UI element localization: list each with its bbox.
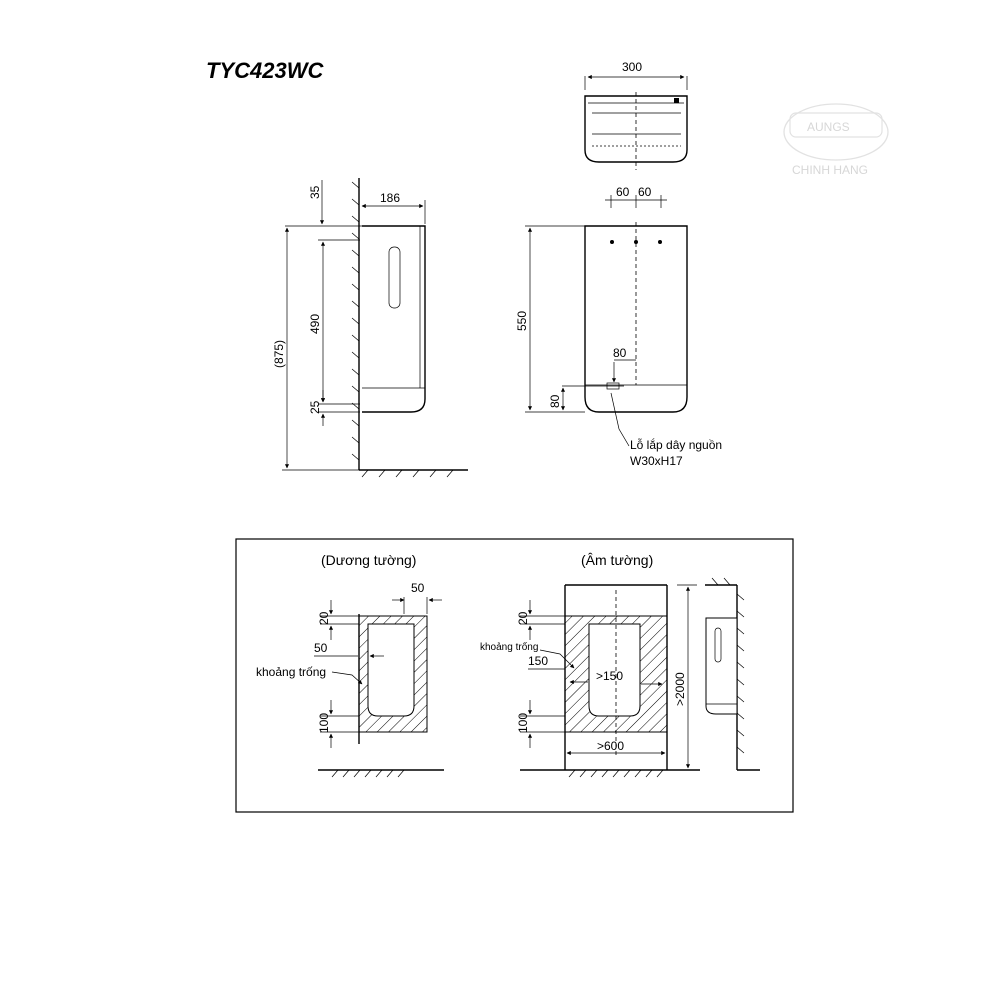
spacing-right-label: 60 [638,185,652,199]
power-hole-note: Lỗ lắp dây nguồn [630,437,722,452]
hole-height-label: 80 [548,394,562,408]
recessed-bottom-gap: 100 [516,713,530,733]
side-view: 186 35 (875) 490 25 [272,178,468,478]
recessed-title: (Âm tường) [581,552,653,568]
recessed-clearance-label: khoảng trống [480,641,538,653]
surface-bottom-gap: 100 [317,713,331,733]
watermark-logo: AUNGS CHINH HANG [783,103,889,177]
model-title: TYC423WC [206,58,324,83]
overall-height-label: (875) [272,340,286,368]
front-height-label: 550 [515,311,529,331]
surface-mount-view: (Dương tường) 50 20 50 khoảng trống 100 [256,552,444,778]
watermark-tagline: CHINH HANG [792,163,868,177]
surface-top-gap: 20 [317,611,331,625]
body-height-label: 490 [308,314,322,334]
recessed-height: >2000 [673,672,687,706]
recessed-top-gap: 20 [516,611,530,625]
recessed-inner-gap: >150 [596,669,623,683]
watermark-brand: AUNGS [807,120,850,134]
surface-mount-title: (Dương tường) [321,552,416,568]
spacing-left-label: 60 [616,185,630,199]
surface-clearance-label: khoảng trống [256,665,326,679]
hole-offset-label: 80 [613,346,627,360]
top-offset-label: 35 [308,185,322,199]
surface-left-gap: 50 [314,641,328,655]
depth-label: 186 [380,191,400,205]
surface-side-gap: 50 [411,581,425,595]
bottom-height-label: 25 [308,400,322,414]
recessed-side-gap: 150 [528,654,548,668]
power-hole-size: W30xH17 [630,454,683,468]
top-width-label: 300 [622,60,642,74]
recessed-width: >600 [597,739,624,753]
recessed-side-view [705,577,760,771]
recessed-view: (Âm tường) 20 khoảng trống 150 >150 100 … [480,552,700,778]
installation-frame [235,538,794,813]
top-view: 300 [584,60,688,170]
front-view: 60 60 550 80 80 Lỗ lắp dây nguồn W30xH17 [515,185,722,468]
